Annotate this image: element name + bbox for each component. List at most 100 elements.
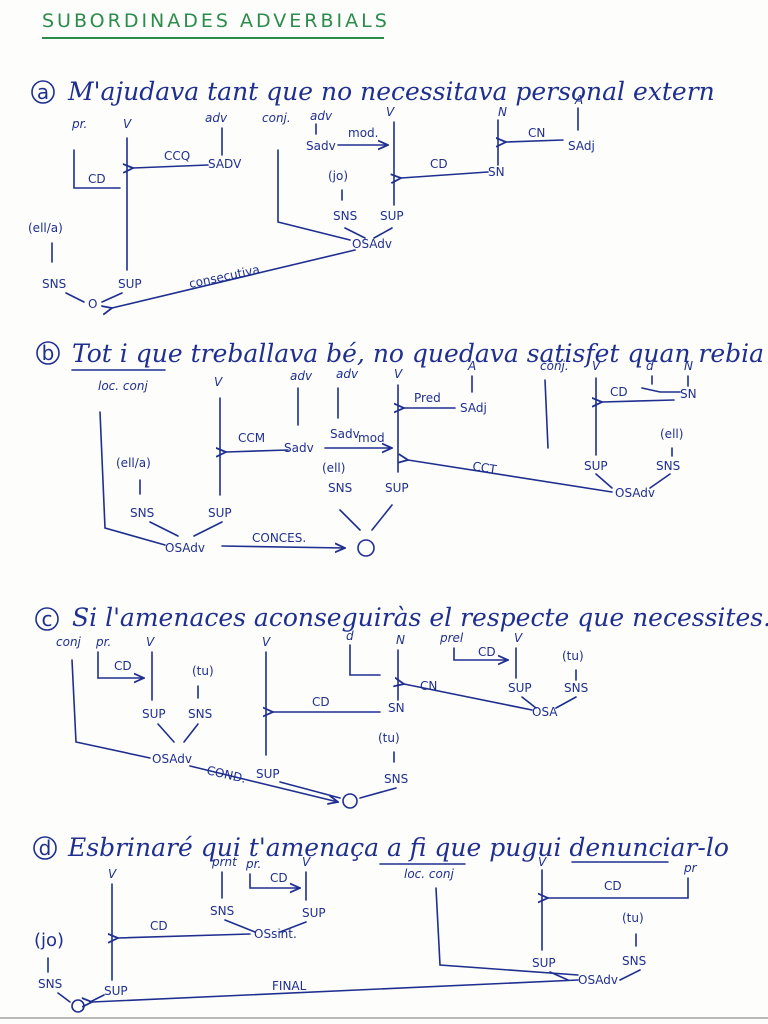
pos-label: d <box>346 629 354 643</box>
function-label: CCT <box>472 459 499 477</box>
pos-label: V <box>214 375 223 389</box>
section-d: d Esbrinaré qui t'amenaça a fi que pugui… <box>33 833 729 1013</box>
phrase-label: SNS <box>384 772 408 786</box>
implicit-subject: (tu) <box>192 664 214 678</box>
function-label: CD <box>610 385 628 399</box>
function-label: CD <box>88 172 106 186</box>
pos-label: N <box>498 105 507 119</box>
phrase-label: SNS <box>42 277 66 291</box>
function-label: CD <box>114 659 132 673</box>
phrase-label: SAdj <box>568 139 595 153</box>
phrase-label: SNS <box>210 904 234 918</box>
pos-label: conj. <box>262 111 291 125</box>
clause-label: OSAdv <box>615 486 655 500</box>
implicit-subject: (ell) <box>660 427 683 441</box>
phrase-label: SNS <box>622 954 646 968</box>
phrase-label: SN <box>680 387 697 401</box>
function-label: CCQ <box>164 149 190 163</box>
pos-label: N <box>396 633 405 647</box>
subordinate-type: consecutiva <box>188 262 261 291</box>
item-number: a <box>37 80 49 104</box>
pos-label: V <box>592 359 601 373</box>
phrase-label: SADV <box>208 157 242 171</box>
phrase-label: Sadv <box>284 441 314 455</box>
function-label: CD <box>312 695 330 709</box>
pos-label: A <box>574 93 583 107</box>
pos-label: adv <box>290 369 313 383</box>
function-label: mod <box>358 431 385 445</box>
phrase-label: SNS <box>130 506 154 520</box>
pos-label: adv <box>336 367 359 381</box>
phrase-label: SUP <box>142 707 166 721</box>
implicit-subject: (ell/a) <box>116 456 151 470</box>
function-label: CN <box>528 126 545 140</box>
pos-label: pr. <box>245 857 261 871</box>
phrase-label: SUP <box>532 956 556 970</box>
function-label: CN <box>420 679 437 693</box>
pos-label: V <box>108 867 117 881</box>
phrase-label: SNS <box>333 209 357 223</box>
pos-label: conj. <box>540 359 569 373</box>
clause-label: OSAdv <box>152 752 192 766</box>
phrase-label: SUP <box>584 459 608 473</box>
pos-label: prel <box>439 631 464 645</box>
phrase-label: SNS <box>656 459 680 473</box>
pos-label: V <box>394 367 403 381</box>
pos-label: adv <box>310 109 333 123</box>
implicit-subject: (tu) <box>378 731 400 745</box>
pos-label: V <box>386 105 395 119</box>
sentence-node-circle <box>71 999 85 1013</box>
sentence-node: O <box>362 541 371 555</box>
item-number-circle <box>31 80 55 104</box>
phrase-label: Sadv <box>330 427 360 441</box>
clause-label: OSAdv <box>352 237 392 251</box>
function-label: CD <box>270 871 288 885</box>
pos-label: V <box>538 855 547 869</box>
sentence-a: M'ajudava tant que no necessitava person… <box>67 77 715 106</box>
phrase-label: SNS <box>188 707 212 721</box>
phrase-label: SUP <box>104 984 128 998</box>
pos-label: V <box>146 635 155 649</box>
pos-label: prnt <box>211 855 238 869</box>
item-number-circle <box>35 607 59 631</box>
function-label: CD <box>150 919 168 933</box>
phrase-label: SNS <box>328 481 352 495</box>
implicit-subject: (tu) <box>562 649 584 663</box>
pos-label: pr. <box>71 117 87 131</box>
item-number-circle <box>33 836 57 860</box>
subordinate-type: CONCES. <box>252 531 306 545</box>
page-title: SUBORDINADES ADVERBIALS <box>42 10 390 32</box>
sentence-node-circle <box>342 793 358 809</box>
sentence-b: Tot i que treballava bé, no quedava sati… <box>72 339 768 368</box>
item-number: c <box>42 607 53 631</box>
implicit-subject: (jo) <box>328 169 348 183</box>
implicit-subject: (jo) <box>34 930 64 951</box>
phrase-label: SNS <box>564 681 588 695</box>
pos-label: V <box>514 631 523 645</box>
sentence-node-circle <box>357 539 375 557</box>
sentence-d: Esbrinaré qui t'amenaça a fi que pugui d… <box>67 833 729 862</box>
item-number-circle <box>36 341 60 365</box>
item-number: b <box>42 341 55 365</box>
pos-label: d <box>646 359 654 373</box>
phrase-label: SN <box>488 165 505 179</box>
function-label: CCM <box>238 431 265 445</box>
phrase-label: SUP <box>302 906 326 920</box>
pos-label: A <box>467 359 476 373</box>
implicit-subject: (tu) <box>622 911 644 925</box>
pos-label: loc. conj <box>98 379 148 393</box>
clause-label: OSA <box>532 705 558 719</box>
pos-label: adv <box>205 111 228 125</box>
pos-label: N <box>684 359 693 373</box>
phrase-label: SUP <box>385 481 409 495</box>
phrase-label: Sadv <box>306 139 336 153</box>
subordinate-type: FINAL <box>272 979 307 993</box>
pos-label: pr <box>683 861 698 875</box>
section-c: c Si l'amenaces aconseguiràs el respecte… <box>35 603 768 809</box>
phrase-label: SNS <box>38 977 62 991</box>
function-label: CD <box>604 879 622 893</box>
function-label: CD <box>478 645 496 659</box>
phrase-label: SN <box>388 701 405 715</box>
